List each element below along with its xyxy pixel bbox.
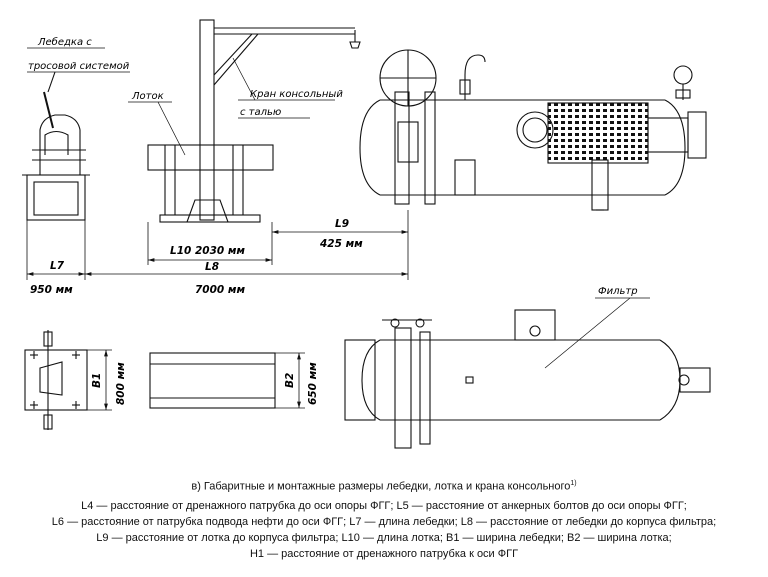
dim-l8: L8 — [205, 261, 219, 273]
dim-l7: L7 — [50, 260, 65, 272]
dim-l8-value: 7000 мм — [195, 284, 245, 296]
tray-label: Лоток — [131, 91, 164, 102]
legend-line: L4 — расстояние от дренажного патрубка д… — [81, 500, 687, 512]
dim-b1-value: 800 мм — [115, 362, 127, 405]
caption-footnote-mark: 1) — [570, 480, 577, 487]
winch-label-line1: Лебедка с — [37, 36, 92, 48]
legend: L4 — расстояние от дренажного патрубка д… — [0, 498, 768, 562]
dim-l7-value: 950 мм — [30, 284, 73, 296]
figure-caption: в) Габаритные и монтажные размеры лебедк… — [191, 480, 577, 493]
dim-l10: L10 2030 мм — [170, 245, 245, 257]
crane-label-line1: Кран консольный — [250, 89, 343, 100]
crane-label-line2: с талью — [240, 107, 281, 118]
filter-label: Фильтр — [598, 286, 638, 297]
dim-l9-value: 425 мм — [319, 238, 363, 250]
tray-top-view — [149, 352, 276, 409]
dim-l9: L9 — [335, 218, 349, 230]
dim-b1: B1 — [91, 373, 103, 388]
technical-drawing: Лебедка с тросовой системой Лоток Кран к… — [22, 19, 711, 449]
legend-line: L9 — расстояние от лотка до корпуса филь… — [96, 532, 672, 544]
winch-side-view — [22, 91, 90, 221]
dimension-lines — [26, 210, 409, 280]
filter-top-view — [344, 309, 711, 449]
winch-label-line2: тросовой системой — [28, 61, 130, 72]
dim-b2: B2 — [284, 373, 296, 388]
legend-line: H1 — расстояние от дренажного патрубка к… — [249, 548, 519, 560]
dim-b2-value: 650 мм — [307, 362, 319, 405]
winch-leader — [47, 71, 56, 93]
winch-top-view — [24, 330, 88, 430]
legend-line: L6 — расстояние от патрубка подвода нефт… — [51, 516, 717, 528]
crane-and-tray — [147, 19, 361, 223]
filter-side-view — [359, 49, 707, 211]
